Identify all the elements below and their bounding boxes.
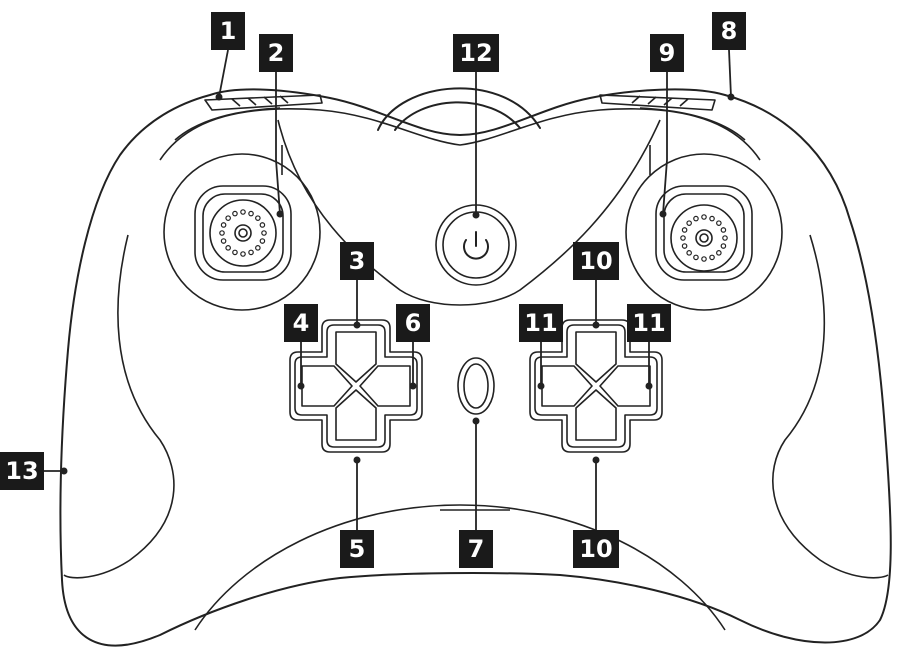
svg-text:2: 2 — [268, 39, 285, 67]
grip-dot — [702, 215, 706, 219]
svg-text:9: 9 — [659, 39, 676, 67]
callout-3: 3 — [340, 242, 374, 280]
callout-6: 6 — [396, 304, 430, 342]
callout-10-top: 10 — [573, 242, 619, 280]
grip-dot — [717, 221, 721, 225]
grip-dot — [220, 231, 224, 235]
grip-dot — [241, 210, 245, 214]
right-stick-grip-dots — [681, 215, 727, 261]
grip-dot — [717, 251, 721, 255]
grip-dot — [723, 236, 727, 240]
callout-4: 4 — [284, 304, 318, 342]
grip-dot — [687, 221, 691, 225]
grip-dot — [687, 251, 691, 255]
grip-dot — [721, 244, 725, 248]
svg-text:3: 3 — [349, 247, 366, 275]
grip-dot — [233, 211, 237, 215]
callout-8: 8 — [712, 12, 746, 50]
callout-11-right: 11 — [627, 304, 671, 342]
grip-dot — [221, 239, 225, 243]
grip-dot — [221, 223, 225, 227]
power-icon — [464, 232, 488, 259]
grip-dot — [226, 246, 230, 250]
grip-dot — [710, 255, 714, 259]
center-oval-button[interactable] — [458, 358, 494, 414]
grip-dot — [233, 250, 237, 254]
grip-dot — [262, 231, 266, 235]
grip-dot — [249, 211, 253, 215]
svg-text:11: 11 — [632, 309, 665, 337]
svg-text:1: 1 — [220, 17, 237, 45]
svg-text:12: 12 — [459, 39, 492, 67]
grip-dot — [702, 257, 706, 261]
svg-text:13: 13 — [5, 457, 38, 485]
callout-13: 13 — [0, 452, 44, 490]
callout-5: 5 — [340, 530, 374, 568]
svg-text:10: 10 — [579, 247, 612, 275]
grip-dot — [241, 252, 245, 256]
callout-2: 2 — [259, 34, 293, 72]
grip-dot — [694, 255, 698, 259]
callout-7: 7 — [459, 530, 493, 568]
left-stick-grip-dots — [220, 210, 266, 256]
callout-11-left: 11 — [519, 304, 563, 342]
left-joystick[interactable] — [164, 154, 320, 310]
grip-dot — [681, 236, 685, 240]
grip-dot — [260, 239, 264, 243]
callout-9: 9 — [650, 34, 684, 72]
callout-10-bottom: 10 — [573, 530, 619, 568]
grip-dot — [694, 216, 698, 220]
grip-dot — [710, 216, 714, 220]
leader-lines — [42, 50, 735, 530]
callout-12: 12 — [453, 34, 499, 72]
svg-text:8: 8 — [721, 17, 738, 45]
grip-dot — [682, 228, 686, 232]
svg-text:11: 11 — [524, 309, 557, 337]
svg-text:10: 10 — [579, 535, 612, 563]
svg-text:6: 6 — [405, 309, 422, 337]
grip-dot — [249, 250, 253, 254]
svg-text:4: 4 — [293, 309, 310, 337]
callout-1: 1 — [211, 12, 245, 50]
grip-dot — [682, 244, 686, 248]
svg-text:5: 5 — [349, 535, 366, 563]
grip-dot — [256, 216, 260, 220]
grip-dot — [721, 228, 725, 232]
right-joystick[interactable] — [626, 154, 782, 310]
grip-dot — [256, 246, 260, 250]
svg-text:7: 7 — [468, 535, 485, 563]
grip-dot — [226, 216, 230, 220]
grip-dot — [260, 223, 264, 227]
